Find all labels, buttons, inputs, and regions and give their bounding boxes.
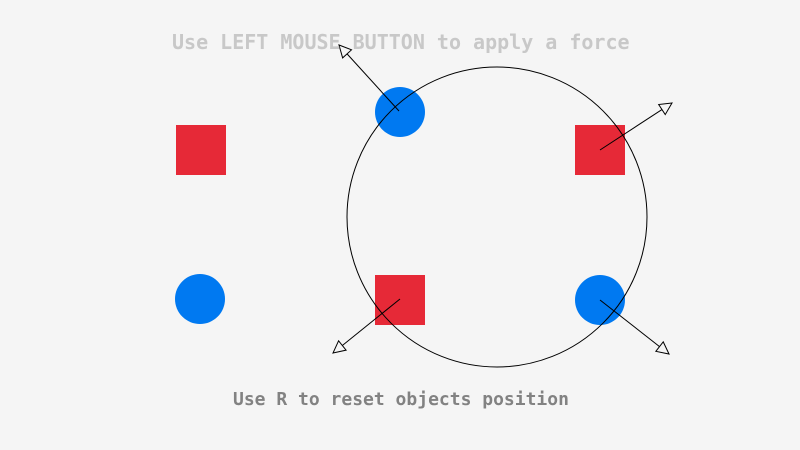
- hint-reset: Use R to reset objects position: [233, 389, 569, 410]
- red-square-body[interactable]: [176, 125, 226, 175]
- force-arrow-line: [599, 109, 663, 151]
- force-arrow-head-icon: [332, 339, 348, 354]
- blue-circle-body[interactable]: [375, 87, 425, 137]
- force-arrow-head-icon: [657, 102, 673, 116]
- force-arrow-line: [599, 299, 660, 347]
- force-arrow-line: [342, 298, 401, 346]
- red-square-body[interactable]: [375, 275, 425, 325]
- hint-apply-force: Use LEFT MOUSE BUTTON to apply a force: [172, 30, 630, 54]
- force-arrow-line: [346, 53, 400, 112]
- force-arrow-head-icon: [338, 44, 353, 59]
- force-arrow-head-icon: [654, 340, 670, 355]
- blue-circle-body[interactable]: [175, 274, 225, 324]
- boundary-circle: [346, 66, 648, 368]
